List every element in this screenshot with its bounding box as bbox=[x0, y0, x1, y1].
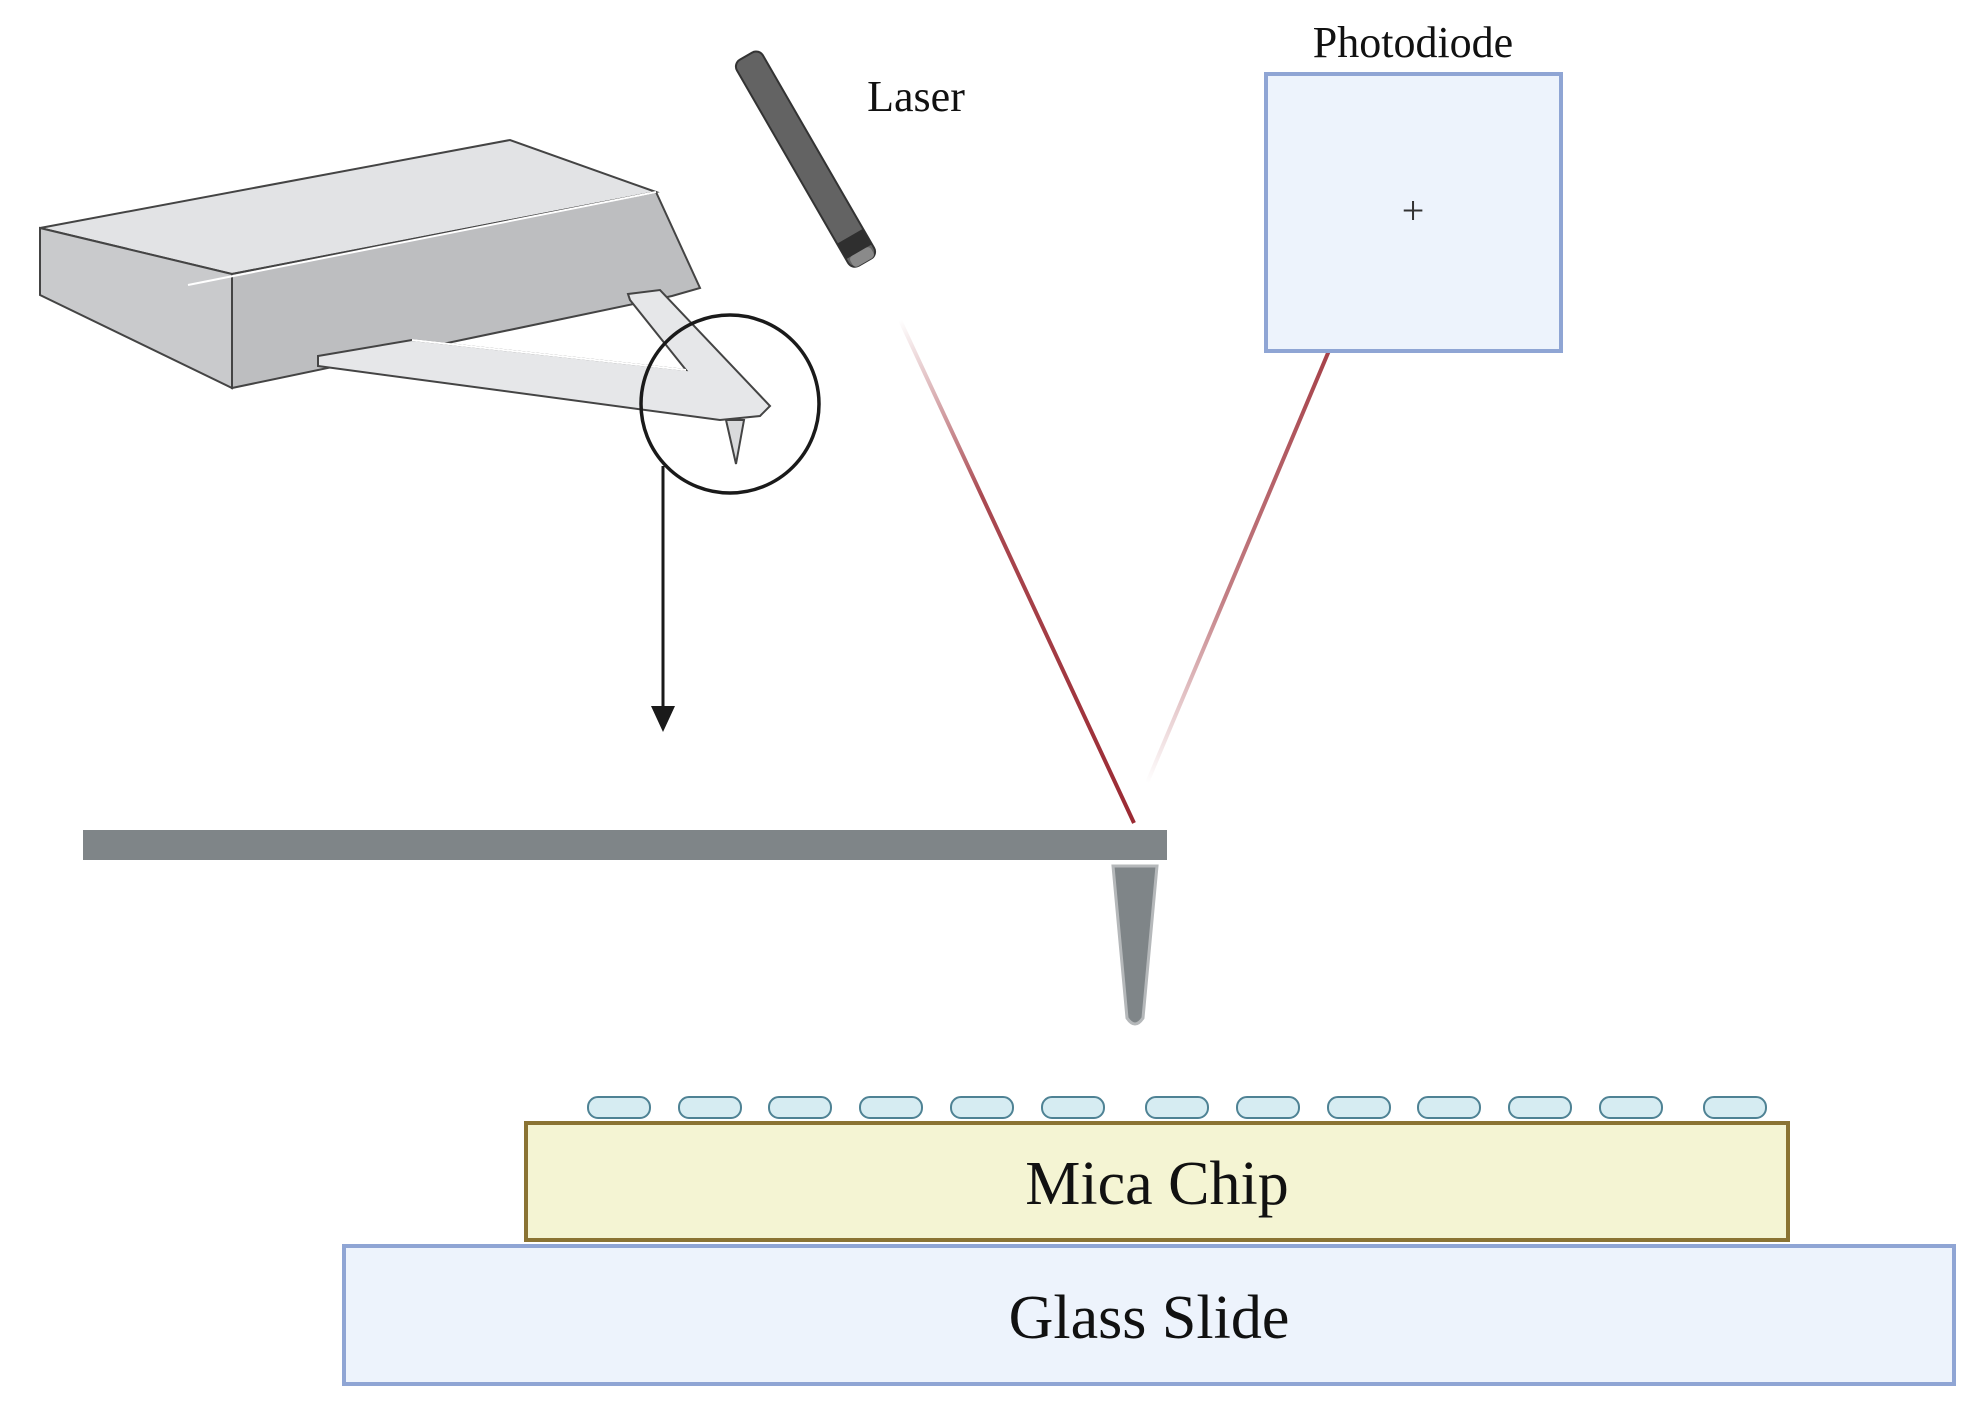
sample-molecule bbox=[1236, 1096, 1300, 1119]
sample-molecule bbox=[1508, 1096, 1572, 1119]
glass-slide bbox=[342, 1244, 1956, 1386]
sample-molecule bbox=[859, 1096, 923, 1119]
sample-molecule bbox=[1703, 1096, 1767, 1119]
photodiode-detector-icon bbox=[1264, 72, 1563, 353]
sample-molecule bbox=[678, 1096, 742, 1119]
incident-laser-beam bbox=[898, 319, 1136, 824]
glass-slide-label: Glass Slide bbox=[1009, 1284, 1290, 1352]
sample-molecule bbox=[1417, 1096, 1481, 1119]
mica-chip-label: Mica Chip bbox=[1025, 1150, 1288, 1218]
sample-molecule bbox=[768, 1096, 832, 1119]
mica-chip bbox=[524, 1121, 1790, 1242]
sample-molecule bbox=[1041, 1096, 1105, 1119]
photodiode-label: Photodiode bbox=[1313, 18, 1513, 67]
sample-molecule bbox=[1145, 1096, 1209, 1119]
photodiode-crosshair: + bbox=[1402, 188, 1425, 233]
sample-molecule bbox=[1327, 1096, 1391, 1119]
zoom-arrow bbox=[651, 466, 675, 732]
laser-label: Laser bbox=[867, 72, 965, 121]
sample-molecules bbox=[587, 1096, 1767, 1119]
sample-molecule bbox=[1599, 1096, 1663, 1119]
cantilever-beam bbox=[83, 830, 1167, 860]
sample-molecule bbox=[587, 1096, 651, 1119]
cantilever-holder bbox=[39, 138, 772, 465]
afm-tip-icon bbox=[1111, 864, 1159, 1026]
laser-emitter-icon bbox=[734, 50, 877, 268]
sample-molecule bbox=[950, 1096, 1014, 1119]
magnifier-circle bbox=[639, 313, 821, 495]
